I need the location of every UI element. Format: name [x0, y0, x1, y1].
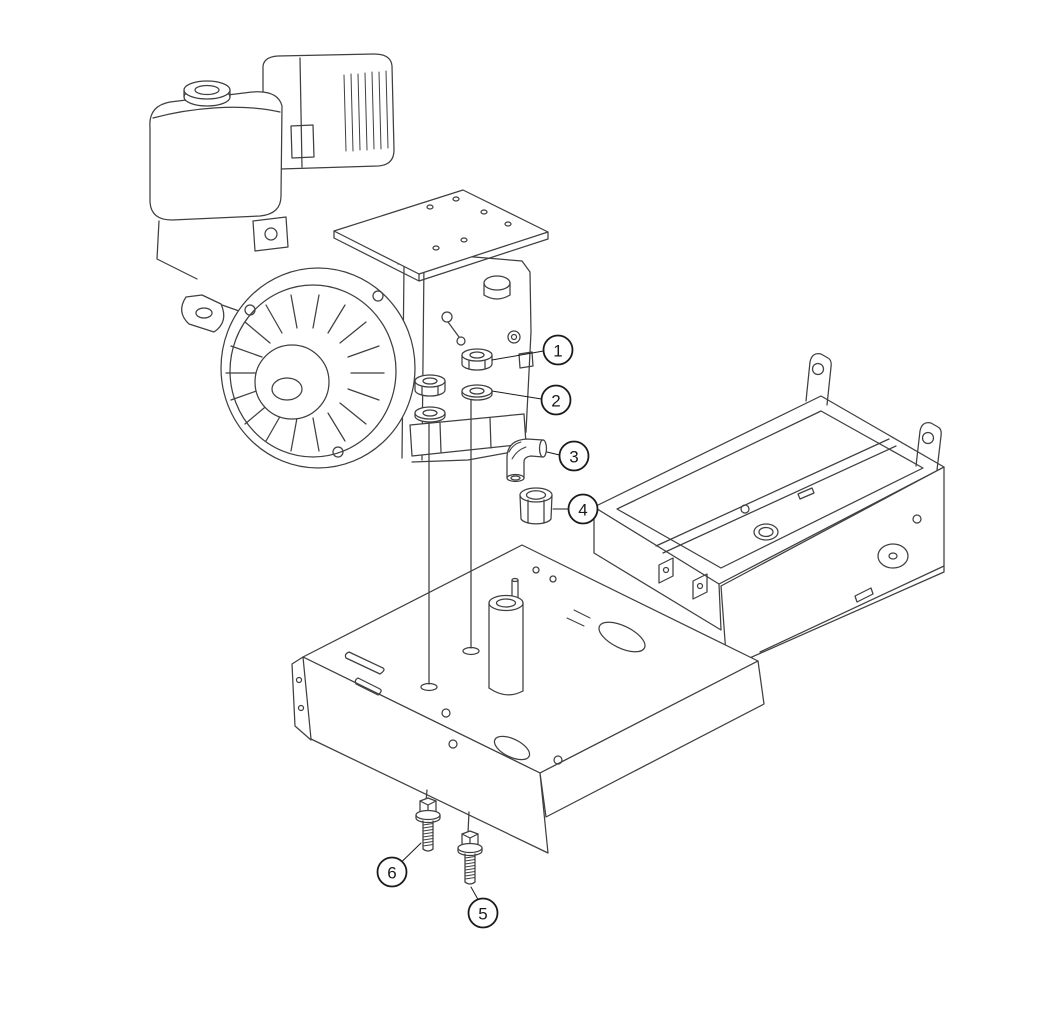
deck-oval-hole — [493, 735, 531, 761]
callout-label: 2 — [551, 392, 560, 411]
callout-label: 4 — [578, 501, 587, 520]
callout-6: 6 — [376, 842, 422, 888]
deck-right-skirt — [539, 660, 765, 818]
callout-leader-line — [470, 886, 479, 900]
callout-circle — [542, 334, 574, 366]
flat-washer-part-2 — [461, 384, 493, 401]
recoil-hub — [254, 344, 330, 420]
hex-flange-bolt-part-6 — [415, 797, 441, 852]
callout-circle — [567, 493, 599, 525]
throttle-handle — [181, 294, 243, 333]
hardware-parts — [414, 348, 553, 525]
bolt-parts — [415, 797, 483, 885]
callout-leader-line — [491, 390, 542, 400]
engine-deck-plate — [291, 544, 765, 854]
frame-front-wall — [720, 466, 945, 669]
flange-nut-part-1 — [461, 348, 493, 371]
deck-left-flange — [291, 656, 312, 741]
recoil-vent-slots — [225, 294, 385, 452]
callout-leader-line — [546, 451, 560, 456]
callout-leader-line — [491, 350, 544, 361]
flange-nut-part — [414, 374, 446, 397]
deck-post — [488, 577, 524, 696]
callout-label: 6 — [387, 864, 396, 883]
frame-clip-bracket — [658, 557, 708, 600]
callout-circle — [540, 384, 572, 416]
frame-bracket-tab — [805, 353, 832, 406]
fuel-tank — [149, 80, 283, 221]
callout-label: 3 — [569, 448, 578, 467]
callout-4: 4 — [552, 493, 599, 525]
coupling-nut-part-4 — [519, 487, 553, 525]
air-filter-box — [262, 53, 395, 170]
chassis-frame — [593, 353, 945, 669]
alignment-lines — [425, 399, 472, 834]
callout-3: 3 — [546, 440, 590, 472]
callout-1: 1 — [491, 334, 574, 366]
elbow-fitting-part-3 — [506, 438, 548, 483]
callouts: 1 2 3 4 5 6 — [376, 334, 599, 929]
callout-2: 2 — [491, 384, 572, 416]
hex-flange-bolt-part-5 — [457, 830, 483, 885]
frame-bracket-tab — [915, 422, 942, 471]
callout-label: 5 — [478, 905, 487, 924]
recoil-starter — [220, 267, 416, 469]
deck-slot — [344, 651, 385, 696]
deck-front-skirt — [302, 656, 549, 854]
callout-circle — [376, 856, 408, 888]
callout-leader-line — [401, 842, 422, 862]
deck-oval-hole — [598, 621, 646, 653]
callout-label: 1 — [553, 342, 562, 361]
callout-circle — [467, 897, 499, 929]
engine-assembly — [149, 53, 549, 469]
frame-top-rim — [593, 395, 945, 585]
callout-5: 5 — [467, 886, 499, 929]
flat-washer-part — [414, 406, 446, 423]
frame-cross-channel — [655, 438, 897, 554]
engine-mounting-plate — [333, 189, 549, 282]
callout-circle — [558, 440, 590, 472]
